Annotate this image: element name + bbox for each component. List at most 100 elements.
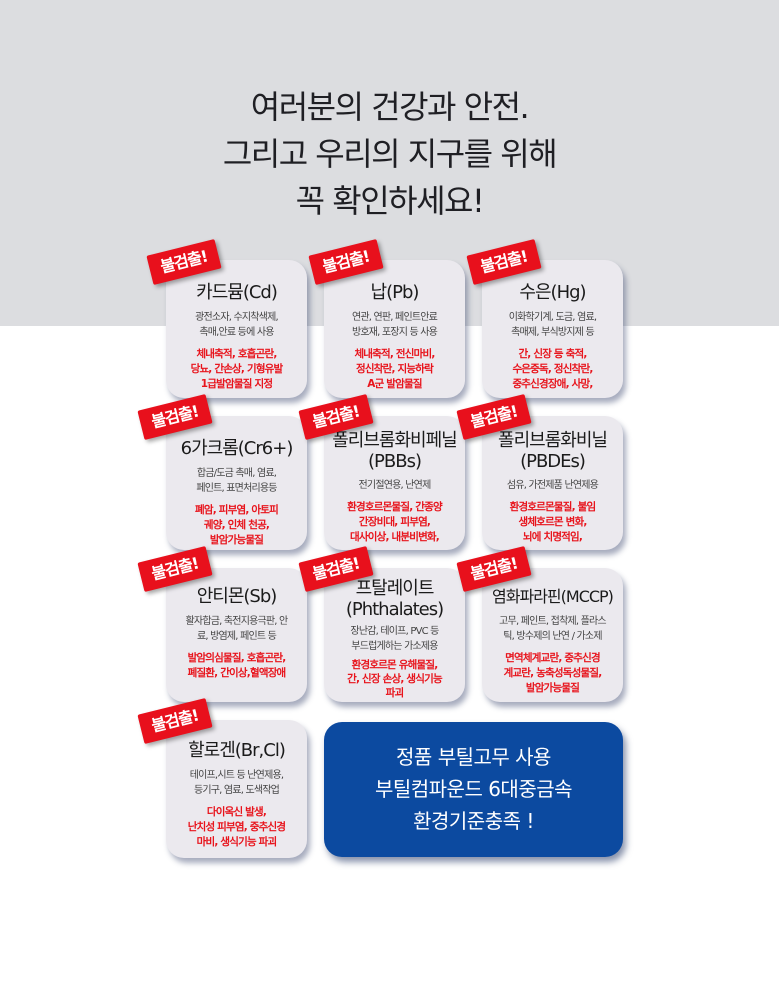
effect-line: 폐질환, 간이상,혈액장애 [187,667,287,679]
usage-line: 방호재, 포장지 등 사용 [351,327,438,338]
butyl-compound-callout: 정품 부틸고무 사용 부틸컴파운드 6대중금속 환경기준충족 ! [324,722,623,857]
callout-line-1: 정품 부틸고무 사용 [396,745,551,769]
card-effects: 간, 신장 등 축적, 수은중독, 정신착란, 중추신경장애, 사망, [486,347,619,392]
card-effects: 다이옥신 발생, 난치성 피부염, 중추신경 마비, 생식기능 파괴 [170,805,303,850]
card-usage: 활자합금, 축전지용극판, 안 료, 방염제, 페인트 등 [170,614,303,644]
title-line: 폴리브롬화비닐 [498,430,608,451]
usage-line: 섬유, 가전제품 난연제용 [506,480,599,491]
card-title: 6가크롬(Cr6+) [180,438,294,459]
card-title: 할로겐(Br,Cl) [188,740,286,761]
card-effects: 환경호르몬물질, 불임 생체호르몬 변화, 뇌에 치명적임, [486,500,619,545]
effect-line: 폐암, 피부염, 아토피 [195,504,279,516]
usage-line: 활자합금, 축전지용극판, 안 [185,616,289,627]
usage-line: 장난감, 테이프, PVC 등 [350,626,439,637]
effect-line: 간, 신장 손상, 생식기능 [347,673,442,685]
headline-line-2: 그리고 우리의 지구를 위해 [222,135,558,173]
card-mccp: 염화파라핀(MCCP) 고무, 페인트, 접착제, 플라스 틱, 방수제의 난연… [482,568,623,702]
effect-line: 간, 신장 등 축적, [518,348,587,360]
title-line: 프탈레이트 [355,578,435,599]
usage-line: 부드럽게하는 가소제용 [351,641,438,652]
effect-line: 생체호르몬 변화, [518,516,587,528]
effect-line: 궤양, 인체 천공, [203,519,270,531]
card-cadmium: 카드뮴(Cd) 광전소자, 수지착색제, 촉매,안료 등에 사용 체내축적, 호… [166,260,307,398]
effect-line: 정신착란, 지능하락 [356,363,434,375]
usage-line: 테이프,시트 등 난연제용, [189,770,284,781]
card-effects: 체내축적, 전신마비, 정신착란, 지능하락 A군 발암물질 [328,347,461,392]
usage-line: 료, 방염제, 페인트 등 [196,631,277,642]
callout-line-3: 환경기준충족 ! [413,809,534,833]
usage-line: 합금/도금 촉매, 염료, [196,468,277,479]
effect-line: 다이옥신 발생, [206,806,267,818]
card-pbbs: 폴리브롬화비페닐 (PBBs) 전기절연용, 난연제 환경호르몬물질, 간종양 … [324,416,465,550]
title-line: (PBDEs) [520,451,586,472]
card-effects: 환경호르몬물질, 간종양 간장비대, 피부염, 대사이상, 내분비변화, [328,500,461,545]
effect-line: 환경호르몬물질, 간종양 [347,501,442,513]
card-chromium: 6가크롬(Cr6+) 합금/도금 촉매, 염료, 페인트, 표면처리용등 폐암,… [166,416,307,550]
card-pbdes: 폴리브롬화비닐 (PBDEs) 섬유, 가전제품 난연제용 환경호르몬물질, 불… [482,416,623,550]
usage-line: 틱, 방수제의 난연 / 가소제 [503,631,602,642]
card-usage: 연관, 연판, 페인트안료 방호재, 포장지 등 사용 [328,310,461,340]
card-usage: 고무, 페인트, 접착제, 플라스 틱, 방수제의 난연 / 가소제 [486,614,619,644]
effect-line: 체내축적, 호흡곤란, [196,348,277,360]
card-usage: 장난감, 테이프, PVC 등 부드럽게하는 가소제용 [328,624,461,654]
effect-line: 뇌에 치명적임, [522,531,583,543]
card-title: 카드뮴(Cd) [196,282,278,303]
headline: 여러분의 건강과 안전. 그리고 우리의 지구를 위해 꼭 확인하세요! [0,84,779,225]
card-usage: 전기절연용, 난연제 [328,478,461,493]
effect-line: 간장비대, 피부염, [358,516,431,528]
card-effects: 환경호르몬 유해물질, 간, 신장 손상, 생식기능 파괴 [328,658,461,700]
card-usage: 이화학기계, 도금, 염료, 촉매제, 부식방지제 등 [486,310,619,340]
card-effects: 폐암, 피부염, 아토피 궤양, 인체 천공, 발암가능물질 [170,503,303,548]
card-usage: 광전소자, 수지착색제, 촉매,안료 등에 사용 [170,310,303,340]
card-phthalates: 프탈레이트 (Phthalates) 장난감, 테이프, PVC 등 부드럽게하… [324,568,465,702]
card-antimony: 안티몬(Sb) 활자합금, 축전지용극판, 안 료, 방염제, 페인트 등 발암… [166,568,307,702]
usage-line: 전기절연용, 난연제 [358,480,432,491]
callout-line-2: 부틸컴파운드 6대중금속 [374,777,573,801]
headline-line-3: 꼭 확인하세요! [295,182,485,220]
effect-line: 당뇨, 간손상, 기형유발 [190,363,284,375]
card-title: 안티몬(Sb) [196,586,278,607]
effect-line: 난치성 피부염, 중추신경 [187,821,286,833]
card-title: 폴리브롬화비페닐 (PBBs) [328,430,461,472]
effect-line: 파괴 [385,687,405,699]
effect-line: 발암가능물질 [525,682,580,694]
usage-line: 등기구, 염료, 도색작업 [193,785,280,796]
card-mercury: 수은(Hg) 이화학기계, 도금, 염료, 촉매제, 부식방지제 등 간, 신장… [482,260,623,398]
card-usage: 섬유, 가전제품 난연제용 [486,478,619,493]
usage-line: 광전소자, 수지착색제, [195,312,279,323]
title-line: 폴리브롬화비페닐 [332,430,457,451]
headline-line-1: 여러분의 건강과 안전. [250,88,530,126]
card-halogen: 할로겐(Br,Cl) 테이프,시트 등 난연제용, 등기구, 염료, 도색작업 … [166,720,307,858]
usage-line: 촉매제, 부식방지제 등 [511,327,595,338]
effect-line: 수은중독, 정신착란, [512,363,593,375]
usage-line: 촉매,안료 등에 사용 [199,327,274,338]
effect-line: 환경호르몬물질, 불임 [509,501,597,513]
card-title: 프탈레이트 (Phthalates) [328,578,461,620]
effect-line: 대사이상, 내분비변화, [350,531,440,543]
title-line: (PBBs) [368,451,422,472]
effect-line: 마비, 생식기능 파괴 [196,836,278,848]
card-title: 염화파라핀(MCCP) [492,587,614,606]
effect-line: 체내축적, 전신마비, [354,348,435,360]
card-title: 납(Pb) [370,282,420,303]
usage-line: 연관, 연판, 페인트안료 [351,312,438,323]
card-usage: 합금/도금 촉매, 염료, 페인트, 표면처리용등 [170,466,303,496]
card-title: 폴리브롬화비닐 (PBDEs) [486,430,619,472]
effect-line: 계교란, 농축성독성물질, [503,667,603,679]
usage-line: 페인트, 표면처리용등 [196,483,277,494]
title-line: (Phthalates) [345,599,444,620]
card-effects: 발암의심물질, 호흡곤란, 폐질환, 간이상,혈액장애 [170,651,303,681]
effect-line: 면역체계교란, 중추신경 [505,652,600,664]
effect-line: A군 발암물질 [367,378,422,390]
effect-line: 환경호르몬 유해물질, [351,659,439,671]
card-effects: 체내축적, 호흡곤란, 당뇨, 간손상, 기형유발 1급발암물질 지정 [170,347,303,392]
effect-line: 발암의심물질, 호흡곤란, [187,652,287,664]
effect-line: 중추신경장애, 사망, [512,378,593,390]
usage-line: 이화학기계, 도금, 염료, [508,312,597,323]
usage-line: 고무, 페인트, 접착제, 플라스 [499,616,606,627]
effect-line: 1급발암물질 지정 [200,378,273,390]
card-effects: 면역체계교란, 중추신경 계교란, 농축성독성물질, 발암가능물질 [486,651,619,696]
effect-line: 발암가능물질 [209,534,264,546]
card-lead: 납(Pb) 연관, 연판, 페인트안료 방호재, 포장지 등 사용 체내축적, … [324,260,465,398]
card-title: 수은(Hg) [519,282,586,303]
